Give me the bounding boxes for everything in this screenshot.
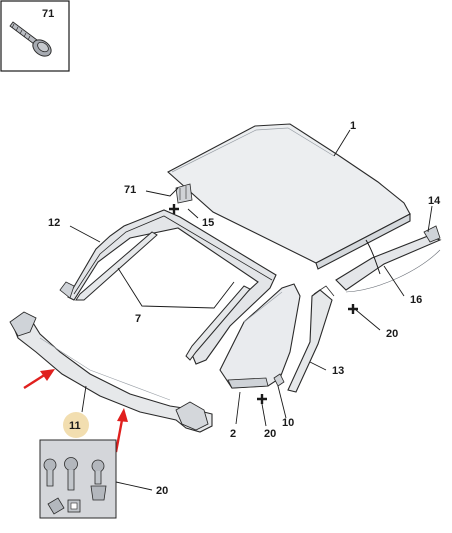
callout-71: 71 xyxy=(124,184,136,196)
roof-panel xyxy=(167,123,411,270)
callout-20-mid: 20 xyxy=(264,428,276,440)
screw-71-icon xyxy=(9,21,52,57)
highlight-circle xyxy=(63,412,89,438)
mount-point-plus-icon xyxy=(257,394,267,404)
roof-bracket xyxy=(175,183,193,204)
callout-7: 7 xyxy=(135,313,141,325)
callout-20-right: 20 xyxy=(386,328,398,340)
screw-icon xyxy=(64,457,78,491)
trim-strip-left xyxy=(75,231,158,301)
direction-arrow-icon xyxy=(114,408,128,453)
callout-11: 11 xyxy=(69,420,81,432)
trim-strip-right xyxy=(185,285,251,361)
callout-15: 15 xyxy=(202,217,214,229)
callout-12: 12 xyxy=(48,217,60,229)
mount-point-plus-icon xyxy=(169,204,179,214)
windscreen-frame-seal xyxy=(59,209,277,365)
callout-71-box: 71 xyxy=(42,8,54,20)
fastener-kit xyxy=(39,439,117,519)
side-panel xyxy=(219,283,301,389)
washer-icon xyxy=(47,497,65,515)
mount-point-plus-icon xyxy=(348,304,358,314)
callout-13: 13 xyxy=(332,365,344,377)
inset-box-71: 71 xyxy=(0,0,70,72)
callout-20-bottom: 20 xyxy=(156,485,168,497)
pillar-seal xyxy=(273,285,335,393)
lower-front-rail xyxy=(9,311,213,433)
callout-16: 16 xyxy=(410,294,422,306)
clip-icon xyxy=(90,485,107,501)
leader-lines xyxy=(69,129,433,491)
callout-1: 1 xyxy=(350,120,356,132)
screw-icon xyxy=(43,458,57,487)
washer-icon xyxy=(67,499,81,513)
screw-icon xyxy=(91,459,105,485)
callout-10: 10 xyxy=(282,417,294,429)
direction-arrow-icon xyxy=(23,369,55,390)
callout-2: 2 xyxy=(230,428,236,440)
callout-14: 14 xyxy=(428,195,441,207)
